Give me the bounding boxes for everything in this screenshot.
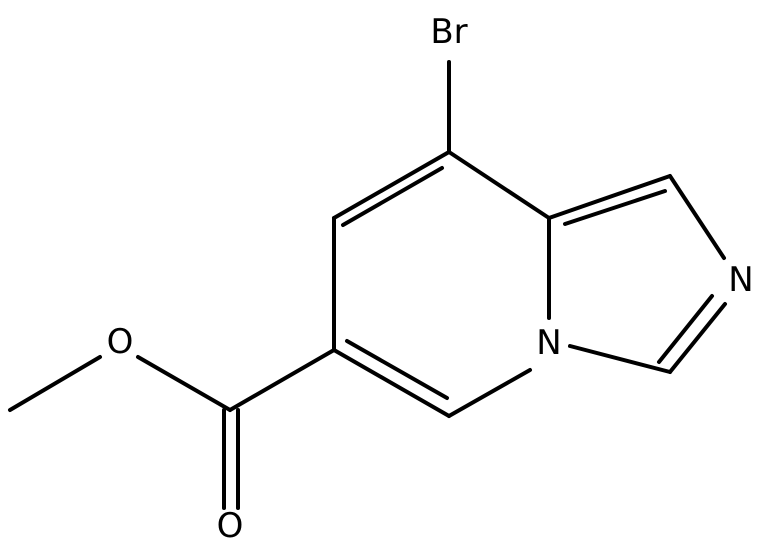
bond-c6-c5-double (345, 339, 449, 400)
bond-carbonyl-ether-o (136, 355, 232, 412)
bond-n2-c3-double (657, 294, 714, 364)
atom-label-layer: Br N N O O (107, 12, 754, 546)
bond-c6-carbonyl (228, 348, 336, 412)
atom-label-bromine: Br (430, 12, 467, 52)
bond-c6-c5 (332, 348, 451, 418)
bond-c1-n2 (668, 174, 726, 260)
atom-label-nitrogen-bridge: N (536, 323, 561, 363)
bond-c8a-c8 (447, 150, 551, 220)
bond-c5-n4 (447, 368, 532, 418)
bond-c3-n4 (568, 344, 672, 374)
atom-label-oxygen-ether: O (107, 322, 134, 362)
bond-n2-c3 (668, 302, 727, 374)
bond-c8a-c1-double (563, 189, 667, 226)
bond-ether-o-methyl (8, 355, 102, 412)
atom-label-oxygen-carbonyl: O (217, 506, 244, 546)
bond-c8-c7 (332, 150, 451, 220)
bond-c8-c7-double (341, 166, 444, 227)
bond-layer (8, 60, 727, 510)
bond-c8a-c1 (547, 174, 672, 220)
atom-label-nitrogen-imine: N (728, 260, 753, 300)
